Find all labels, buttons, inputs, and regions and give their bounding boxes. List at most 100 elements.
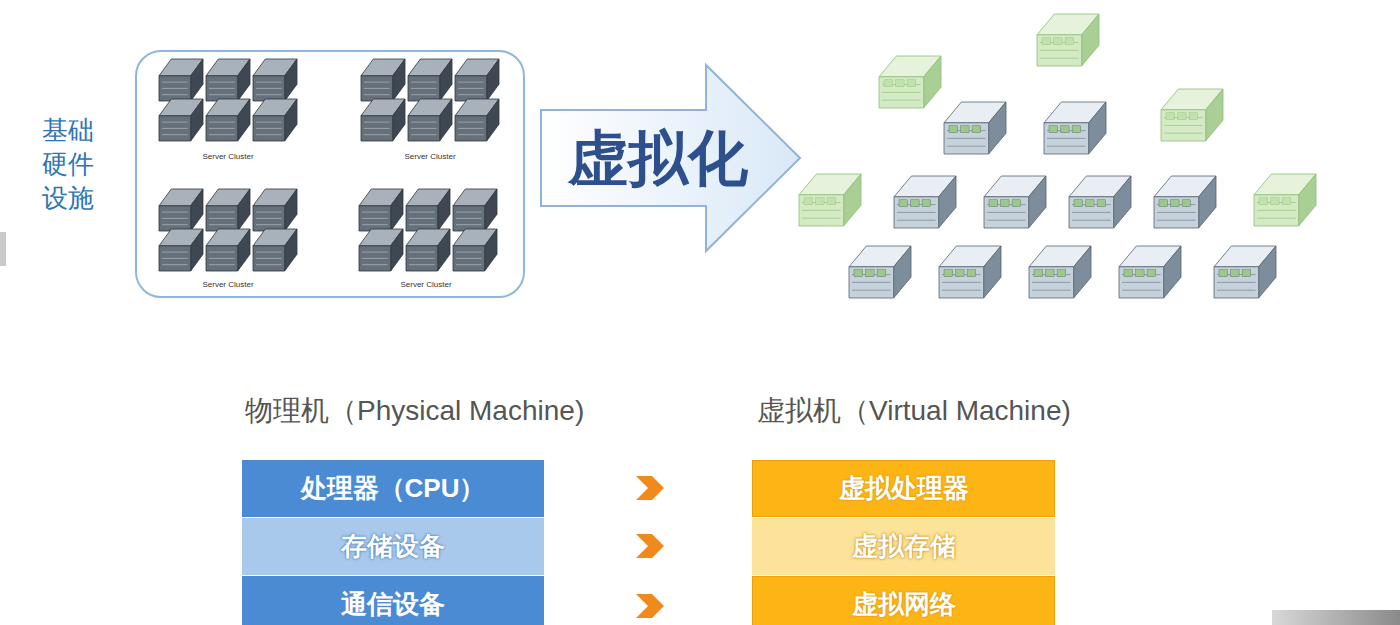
box-line <box>852 290 891 291</box>
box-line <box>162 134 188 135</box>
box-line <box>411 128 437 129</box>
chip <box>1178 113 1187 120</box>
chip <box>1171 200 1180 207</box>
box-face <box>1069 197 1114 228</box>
box-face <box>924 56 941 108</box>
box-line <box>364 94 390 95</box>
box-face <box>159 206 191 231</box>
box-line <box>162 82 188 83</box>
box-line <box>256 252 282 253</box>
box-face <box>984 197 1029 228</box>
chip <box>1271 198 1280 205</box>
box-line <box>256 82 282 83</box>
box-face <box>253 246 285 271</box>
box-line <box>1047 146 1086 147</box>
chip <box>1097 200 1106 207</box>
box-line <box>1072 212 1111 213</box>
chip <box>967 270 976 277</box>
box-line <box>209 94 235 95</box>
box-face <box>191 189 203 231</box>
chip <box>877 270 886 277</box>
chip <box>972 126 981 133</box>
chevrons <box>636 476 664 618</box>
box-line <box>456 264 482 265</box>
layer-band: 虚拟处理器 <box>752 460 1055 517</box>
chevron <box>636 534 664 558</box>
band-label: 虚拟处理器 <box>839 471 969 506</box>
box-line <box>1122 282 1161 283</box>
box-line <box>458 88 484 89</box>
box-line <box>1164 125 1203 126</box>
band-label: 存储设备 <box>341 529 445 564</box>
chip <box>1054 38 1063 45</box>
box-line <box>256 128 282 129</box>
box-face <box>253 116 285 141</box>
box-face <box>391 229 403 271</box>
chip <box>1065 38 1074 45</box>
cluster-caption: Server Cluster <box>202 152 253 161</box>
box-line <box>802 218 841 219</box>
layer-band: 通信设备 <box>242 576 544 625</box>
box-line <box>852 282 891 283</box>
chip <box>1061 126 1070 133</box>
box-line <box>162 264 188 265</box>
box-line <box>1032 290 1071 291</box>
box-line <box>162 224 188 225</box>
chip <box>899 200 908 207</box>
box-face <box>487 59 499 101</box>
box-face <box>1044 123 1089 154</box>
cluster-caption: Server Cluster <box>400 280 451 289</box>
box-line <box>802 210 841 211</box>
box-face <box>894 246 911 298</box>
box-line <box>256 122 282 123</box>
box-line <box>411 88 437 89</box>
box-line <box>882 92 921 93</box>
box-face <box>159 246 191 271</box>
box-line <box>364 122 390 123</box>
arrow-label: 虚拟化 <box>558 122 758 194</box>
box-line <box>256 264 282 265</box>
box-face <box>406 206 438 231</box>
box-line <box>209 88 235 89</box>
box-face <box>159 76 191 101</box>
box-face <box>359 206 391 231</box>
chip <box>827 198 836 205</box>
chip <box>949 126 958 133</box>
band-label: 处理器（CPU） <box>301 471 486 506</box>
chip <box>961 126 970 133</box>
chip <box>1189 113 1198 120</box>
chip <box>854 270 863 277</box>
box-line <box>362 218 388 219</box>
box-face <box>408 76 440 101</box>
box-face <box>438 229 450 271</box>
box-line <box>162 88 188 89</box>
box-line <box>456 252 482 253</box>
box-face <box>285 59 297 101</box>
chip <box>804 198 813 205</box>
box-face <box>799 195 844 226</box>
box-face <box>440 99 452 141</box>
box-face <box>159 116 191 141</box>
chevron <box>636 594 664 618</box>
box-face <box>1037 35 1082 66</box>
box-face <box>849 267 894 298</box>
box-face <box>285 229 297 271</box>
box-line <box>209 82 235 83</box>
box-line <box>209 134 235 135</box>
box-line <box>458 128 484 129</box>
box-face <box>191 229 203 271</box>
box-face <box>1164 246 1181 298</box>
edge-mark <box>0 232 6 266</box>
box-face <box>894 197 939 228</box>
box-line <box>362 224 388 225</box>
chip <box>1219 270 1228 277</box>
column-heading: 物理机（Physical Machine) <box>245 392 584 430</box>
chip <box>1242 270 1251 277</box>
layer-band: 虚拟存储 <box>752 518 1055 575</box>
box-face <box>1299 174 1316 226</box>
band-label: 虚拟网络 <box>852 587 956 622</box>
box-line <box>364 82 390 83</box>
chip <box>896 80 905 87</box>
box-line <box>1157 220 1196 221</box>
